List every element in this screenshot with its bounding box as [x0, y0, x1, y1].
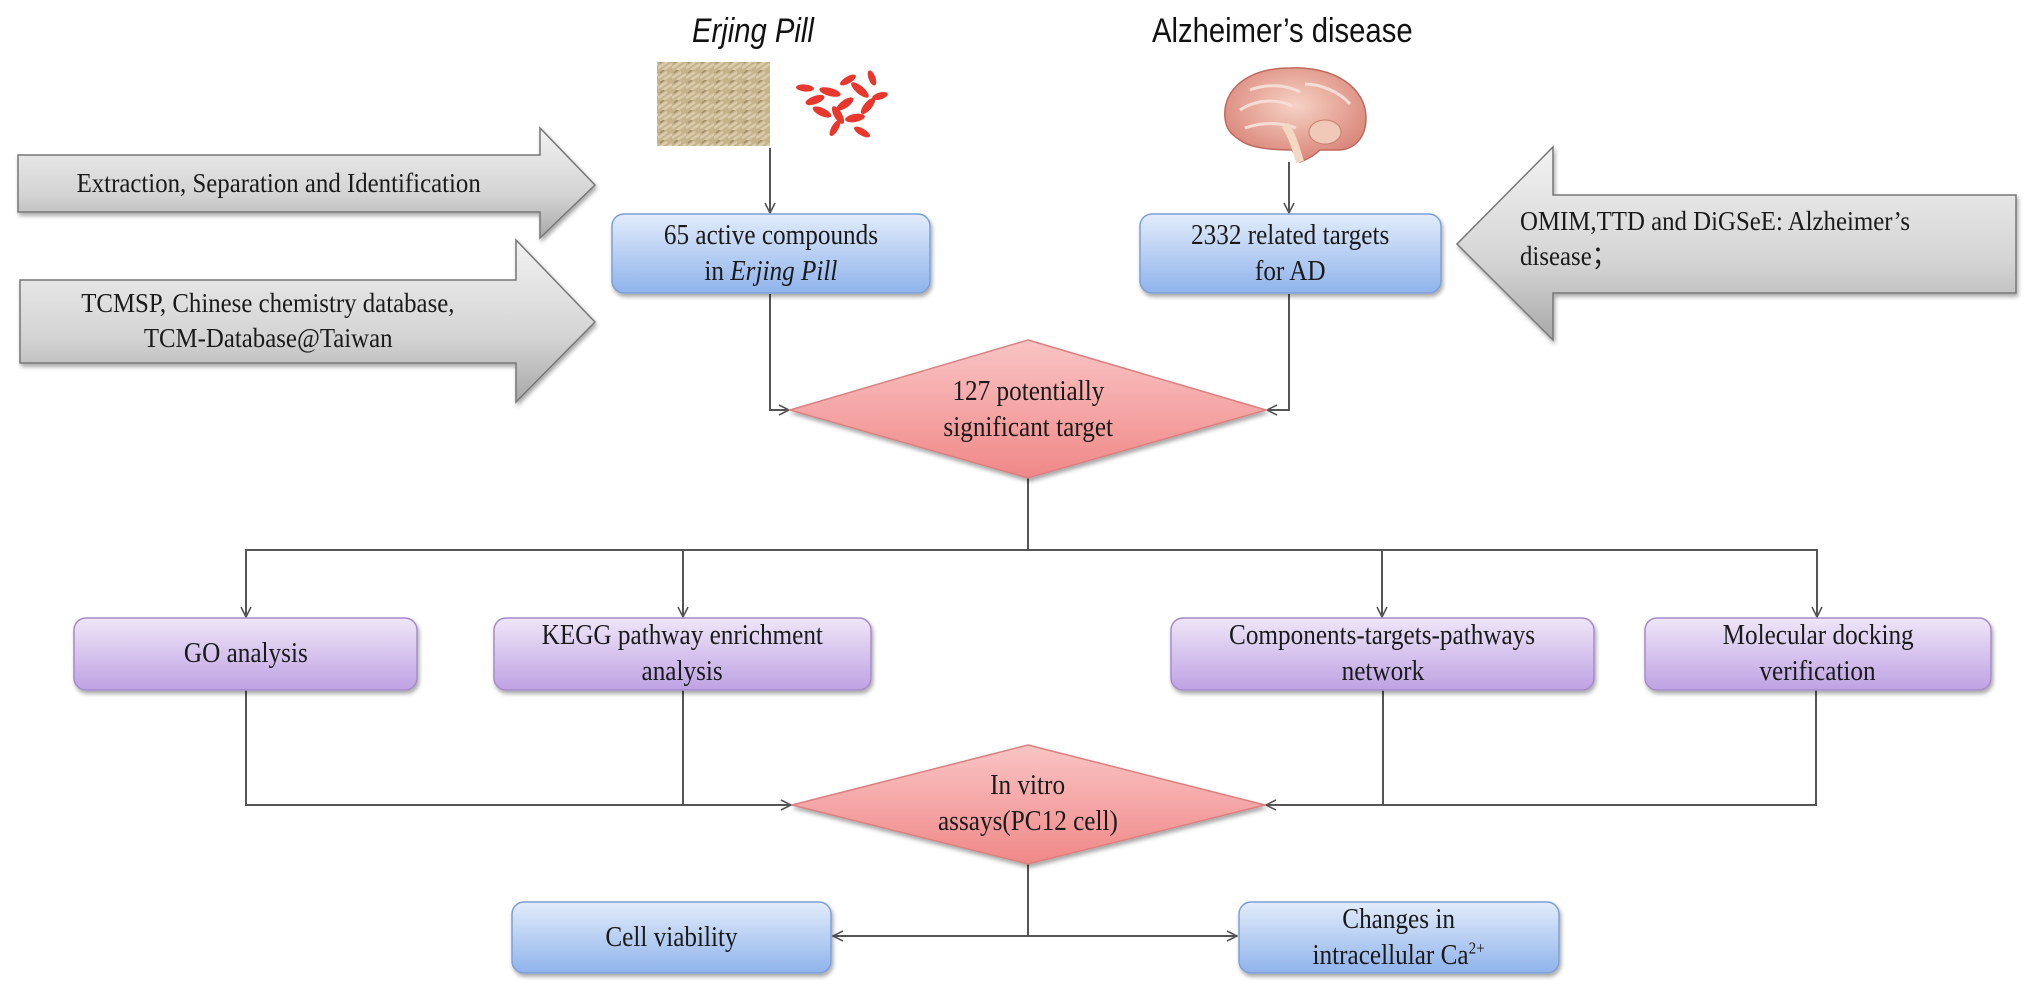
compounds-node-line1: 65 active compounds [663, 219, 879, 251]
docking-line2: verification [1759, 656, 1877, 687]
cell-viability-label: Cell viability [605, 921, 738, 953]
connector-targets-to-significant [1267, 294, 1290, 410]
goji-berries-icon [796, 70, 888, 138]
go-node-shape [73, 617, 418, 691]
compounds-node-shape [611, 213, 931, 294]
databases-text-line1: TCMSP, Chinese chemistry database, [81, 288, 455, 318]
targets-node-line1: 2332 related targets [1191, 219, 1390, 251]
kegg-node-shape [493, 617, 872, 691]
network-node[interactable]: Components-targets-pathways network [1171, 618, 1594, 690]
connector-network-docking-to-invitro [1266, 690, 1817, 805]
invitro-line1: In vitro [990, 770, 1066, 801]
docking-line1: Molecular docking [1722, 620, 1914, 651]
significant-target-node[interactable]: 127 potentially significant target [880, 368, 1176, 452]
connector-go-kegg-to-invitro [245, 690, 791, 805]
kegg-line2: analysis [641, 656, 724, 687]
targets-node-line2: for AD [1255, 255, 1326, 287]
compounds-node-line2: in Erjing Pill [704, 254, 837, 290]
significant-target-line2: significant target [943, 412, 1113, 443]
invitro-node[interactable]: In vitro assays(PC12 cell) [900, 762, 1156, 846]
disease-db-arrow-label: OMIM,TTD and DiGSeE: Alzheimer’s disease… [1520, 204, 2010, 274]
targets-node[interactable]: 2332 related targets for AD [1140, 214, 1441, 293]
disease-db-text-line1: OMIM,TTD and DiGSeE: Alzheimer’s [1520, 206, 1911, 236]
calcium-line2-text: intracellular Ca [1312, 939, 1469, 971]
connector-compounds-to-significant [769, 294, 789, 410]
significant-target-diamond-shape [787, 339, 1269, 479]
network-node-shape [1170, 617, 1595, 691]
extraction-arrow-label: Extraction, Separation and Identificatio… [18, 166, 540, 201]
databases-arrow-shape [19, 238, 597, 404]
disease-db-arrow-shape [1455, 145, 2017, 342]
significant-target-line1: 127 potentially [952, 376, 1104, 407]
viability-node-shape [511, 901, 832, 974]
kegg-line1: KEGG pathway enrichment [541, 620, 824, 651]
invitro-line2: assays(PC12 cell) [938, 806, 1118, 837]
compounds-node-italic: Erjing Pill [730, 255, 838, 287]
invitro-diamond-shape [791, 744, 1266, 865]
calcium-line2: intracellular Ca2+ [1313, 938, 1485, 974]
databases-arrow-label: TCMSP, Chinese chemistry database, TCM-D… [20, 286, 516, 356]
docking-node[interactable]: Molecular docking verification [1645, 618, 1991, 690]
connectors [245, 148, 1818, 936]
compounds-node[interactable]: 65 active compounds in Erjing Pill [612, 214, 930, 293]
calcium-node-shape [1238, 901, 1560, 974]
network-line2: network [1341, 656, 1424, 687]
erjing-pill-title: Erjing Pill [692, 12, 814, 50]
targets-node-shape [1139, 213, 1442, 294]
network-line1: Components-targets-pathways [1229, 620, 1536, 651]
extraction-arrow-shape [17, 126, 597, 240]
calcium-superscript: 2+ [1468, 938, 1486, 958]
herb-photo-icon [657, 62, 770, 146]
go-analysis-node[interactable]: GO analysis [74, 618, 417, 690]
brain-icon [1224, 67, 1367, 164]
go-analysis-label: GO analysis [183, 638, 308, 669]
calcium-line1: Changes in [1342, 903, 1456, 935]
databases-text-line2: TCM-Database@Taiwan [143, 323, 393, 353]
docking-node-shape [1644, 617, 1992, 691]
alzheimers-title: Alzheimer’s disease [1152, 12, 1413, 50]
kegg-node[interactable]: KEGG pathway enrichment analysis [494, 618, 871, 690]
calcium-node[interactable]: Changes in intracellular Ca2+ [1239, 902, 1559, 973]
disease-db-text-line2: disease； [1520, 241, 1617, 271]
cell-viability-node[interactable]: Cell viability [512, 902, 831, 973]
extraction-text: Extraction, Separation and Identificatio… [76, 168, 482, 198]
compounds-node-prefix: in [704, 255, 731, 287]
